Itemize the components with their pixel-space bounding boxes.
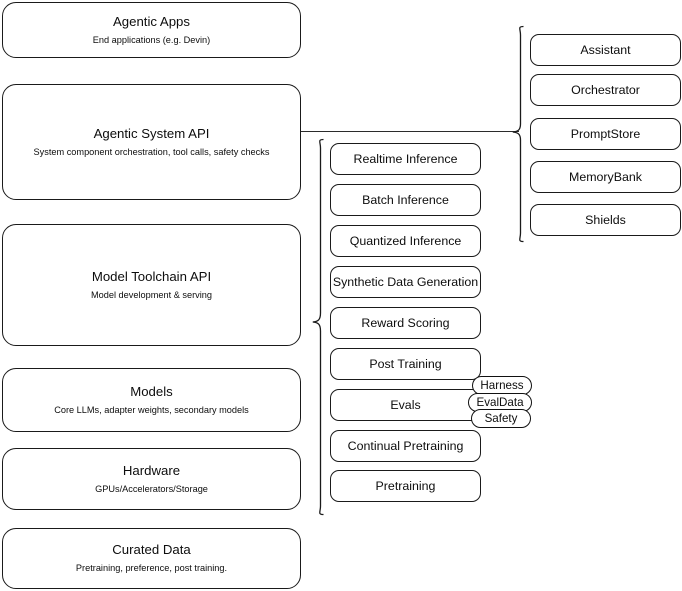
chip-label: Quantized Inference xyxy=(349,233,462,248)
layer-title: Model Toolchain API xyxy=(91,268,212,284)
layer-title: Curated Data xyxy=(112,542,191,557)
chip-label: PromptStore xyxy=(570,126,641,141)
layer-title: Models xyxy=(130,383,173,399)
toolchain-chip-realtime-inference[interactable]: Realtime Inference xyxy=(330,143,481,175)
toolchain-chip-synthetic-data-generation[interactable]: Synthetic Data Generation xyxy=(330,266,481,298)
toolchain-chip-continual-pretraining[interactable]: Continual Pretraining xyxy=(330,430,481,462)
stack-layer-curated-data[interactable]: Curated Data Pretraining, preference, po… xyxy=(2,528,301,589)
connector-system-api-to-components xyxy=(301,131,519,133)
eval-pill-evaldata[interactable]: EvalData xyxy=(468,393,532,412)
stack-layer-agentic-system-api[interactable]: Agentic System API System component orch… xyxy=(2,84,301,200)
chip-label: MemoryBank xyxy=(569,169,642,184)
chip-label: Synthetic Data Generation xyxy=(332,274,479,289)
toolchain-chip-post-training[interactable]: Post Training xyxy=(330,348,481,380)
layer-subtitle: System component orchestration, tool cal… xyxy=(33,146,270,157)
toolchain-chip-quantized-inference[interactable]: Quantized Inference xyxy=(330,225,481,257)
pill-label: EvalData xyxy=(476,396,524,409)
layer-subtitle: Core LLMs, adapter weights, secondary mo… xyxy=(54,404,249,415)
layer-subtitle: Pretraining, preference, post training. xyxy=(75,563,228,573)
system-chip-shields[interactable]: Shields xyxy=(530,204,681,236)
chip-label: Evals xyxy=(390,397,421,412)
toolchain-chip-pretraining[interactable]: Pretraining xyxy=(330,470,481,502)
chip-label: Shields xyxy=(585,212,626,227)
chip-label: Post Training xyxy=(369,356,442,371)
layer-title: Agentic System API xyxy=(93,125,210,141)
layer-subtitle: End applications (e.g. Devin) xyxy=(92,34,211,45)
chip-label: Continual Pretraining xyxy=(347,438,464,453)
system-chip-memorybank[interactable]: MemoryBank xyxy=(530,161,681,193)
system-chip-orchestrator[interactable]: Orchestrator xyxy=(530,74,681,106)
stack-layer-model-toolchain-api[interactable]: Model Toolchain API Model development & … xyxy=(2,224,301,346)
pill-label: Safety xyxy=(484,412,518,425)
chip-label: Realtime Inference xyxy=(353,151,458,166)
layer-title: Agentic Apps xyxy=(113,13,190,29)
layer-subtitle: Model development & serving xyxy=(90,289,213,300)
toolchain-chip-batch-inference[interactable]: Batch Inference xyxy=(330,184,481,216)
stack-layer-models[interactable]: Models Core LLMs, adapter weights, secon… xyxy=(2,368,301,432)
chip-label: Orchestrator xyxy=(571,82,640,97)
brace-toolchain-components xyxy=(312,138,324,518)
layer-subtitle: GPUs/Accelerators/Storage xyxy=(95,483,208,494)
system-chip-promptstore[interactable]: PromptStore xyxy=(530,118,681,150)
brace-system-components xyxy=(512,25,524,244)
stack-layer-agentic-apps[interactable]: Agentic Apps End applications (e.g. Devi… xyxy=(2,2,301,58)
toolchain-chip-reward-scoring[interactable]: Reward Scoring xyxy=(330,307,481,339)
chip-label: Reward Scoring xyxy=(361,315,450,330)
system-chip-assistant[interactable]: Assistant xyxy=(530,34,681,66)
layer-title: Hardware xyxy=(122,462,181,478)
stack-layer-hardware[interactable]: Hardware GPUs/Accelerators/Storage xyxy=(2,448,301,510)
toolchain-chip-evals[interactable]: Evals xyxy=(330,389,481,421)
chip-label: Assistant xyxy=(580,42,631,57)
eval-pill-safety[interactable]: Safety xyxy=(471,409,531,428)
chip-label: Batch Inference xyxy=(362,192,449,207)
chip-label: Pretraining xyxy=(375,478,436,493)
pill-label: Harness xyxy=(480,379,524,392)
